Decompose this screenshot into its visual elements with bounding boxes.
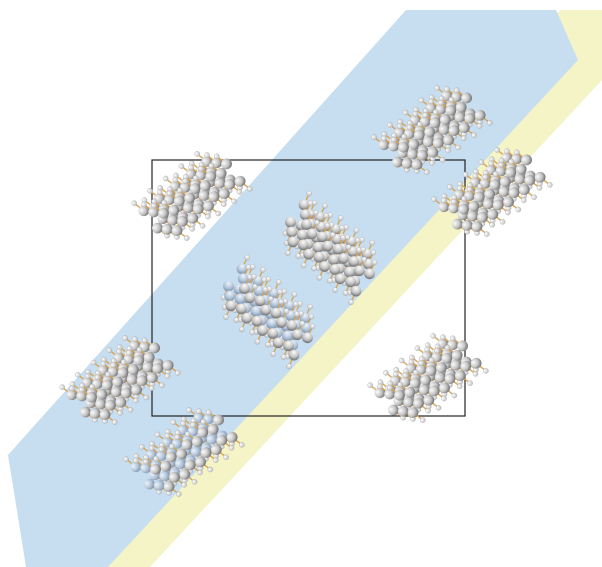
molecules-layer <box>59 85 553 497</box>
molecule-bottom-right <box>367 333 489 423</box>
molecule-top-left <box>131 151 253 241</box>
molecule-bottom-left <box>123 407 245 497</box>
molecule-center-lower <box>220 254 316 370</box>
molecule-left <box>59 335 181 425</box>
molecule-right-yellow <box>431 147 553 237</box>
unit-cell <box>151 159 466 417</box>
blue-plane <box>8 10 578 567</box>
molecule-center-upper <box>282 190 378 306</box>
molecule-top-right <box>371 85 493 175</box>
